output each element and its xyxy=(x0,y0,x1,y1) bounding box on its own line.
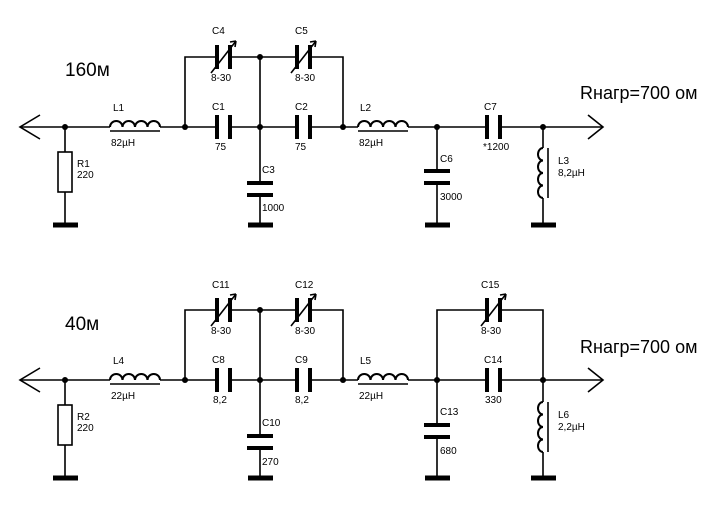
capacitor-C3: C3 1000 xyxy=(247,127,285,228)
C12-name: C12 xyxy=(295,280,314,291)
C1-value: 75 xyxy=(215,142,227,153)
capacitor-C11: C11 8-30 xyxy=(210,280,237,337)
band-label: 40м xyxy=(65,314,99,335)
C9-value: 8,2 xyxy=(295,395,309,406)
L5-value: 22µH xyxy=(359,391,383,402)
junctions xyxy=(62,54,546,130)
C8-value: 8,2 xyxy=(213,395,227,406)
C14-value: 330 xyxy=(485,395,502,406)
C15-name: C15 xyxy=(481,280,500,291)
C11-value: 8-30 xyxy=(211,326,231,337)
C11-name: C11 xyxy=(212,280,230,291)
C14-name: C14 xyxy=(484,355,503,366)
C5-value: 8-30 xyxy=(295,73,315,84)
capacitor-C8: C8 8,2 xyxy=(212,355,232,406)
capacitor-C6: C6 3000 xyxy=(424,127,463,228)
inductor-L5: L5 22µH xyxy=(357,356,409,402)
inductor-L3: L3 8,2µH xyxy=(531,127,585,228)
C6-name: C6 xyxy=(440,154,453,165)
C7-name: C7 xyxy=(484,102,497,113)
L2-value: 82µH xyxy=(359,138,383,149)
load-label: Rнагр=700 ом xyxy=(580,83,697,103)
inductor-L2: L2 82µH xyxy=(357,103,409,149)
resistor-R1: R1 220 xyxy=(53,127,94,228)
C2-value: 75 xyxy=(295,142,307,153)
main-wire xyxy=(18,114,605,140)
C13-value: 680 xyxy=(440,446,457,457)
R2-name: R2 xyxy=(77,412,90,423)
L5-name: L5 xyxy=(360,356,372,367)
R1-name: R1 xyxy=(77,159,90,170)
R2-value: 220 xyxy=(77,423,94,434)
capacitor-C14: C14 330 xyxy=(484,355,503,406)
C4-value: 8-30 xyxy=(211,73,231,84)
capacitor-C2: C2 75 xyxy=(295,102,312,153)
L3-name: L3 xyxy=(558,156,570,167)
capacitor-C15: C15 8-30 xyxy=(480,280,507,337)
capacitor-C9: C9 8,2 xyxy=(295,355,312,406)
C13-name: C13 xyxy=(440,407,459,418)
load-label: Rнагр=700 ом xyxy=(580,337,697,357)
C15-value: 8-30 xyxy=(481,326,501,337)
capacitor-C10: C10 270 xyxy=(247,380,281,481)
capacitor-C5: C5 8-30 xyxy=(290,26,317,84)
L2-name: L2 xyxy=(360,103,372,114)
circuit-160m: 160м Rнагр=700 ом R1 220 L1 82µ xyxy=(18,26,697,228)
capacitor-C13: C13 680 xyxy=(424,380,459,481)
C3-name: C3 xyxy=(262,165,275,176)
C4-name: C4 xyxy=(212,26,225,37)
inductor-L4: L4 22µH xyxy=(109,356,161,402)
junctions xyxy=(62,307,546,383)
circuit-40m: 40м Rнагр=700 ом R2 220 L4 22µH xyxy=(18,280,697,481)
C2-name: C2 xyxy=(295,102,308,113)
L4-name: L4 xyxy=(113,356,125,367)
L3-value: 8,2µH xyxy=(558,168,585,179)
capacitor-C7: C7 *1200 xyxy=(483,102,510,153)
C10-value: 270 xyxy=(262,457,279,468)
inductor-L1: L1 82µH xyxy=(109,103,161,149)
C12-value: 8-30 xyxy=(295,326,315,337)
L4-value: 22µH xyxy=(111,391,135,402)
capacitor-C12: C12 8-30 xyxy=(290,280,317,337)
L1-value: 82µH xyxy=(111,138,135,149)
capacitor-C4: C4 8-30 xyxy=(210,26,237,84)
C9-name: C9 xyxy=(295,355,308,366)
R1-value: 220 xyxy=(77,170,94,181)
inductor-L6: L6 2,2µH xyxy=(531,380,585,481)
C6-value: 3000 xyxy=(440,192,463,203)
C7-value: *1200 xyxy=(483,142,510,153)
capacitor-C1: C1 75 xyxy=(212,102,232,153)
C10-name: C10 xyxy=(262,418,281,429)
C3-value: 1000 xyxy=(262,203,285,214)
band-label: 160м xyxy=(65,60,110,81)
C8-name: C8 xyxy=(212,355,225,366)
resistor-R2: R2 220 xyxy=(53,380,94,481)
L6-value: 2,2µH xyxy=(558,422,585,433)
L6-name: L6 xyxy=(558,410,570,421)
C1-name: C1 xyxy=(212,102,225,113)
C5-name: C5 xyxy=(295,26,308,37)
L1-name: L1 xyxy=(113,103,125,114)
